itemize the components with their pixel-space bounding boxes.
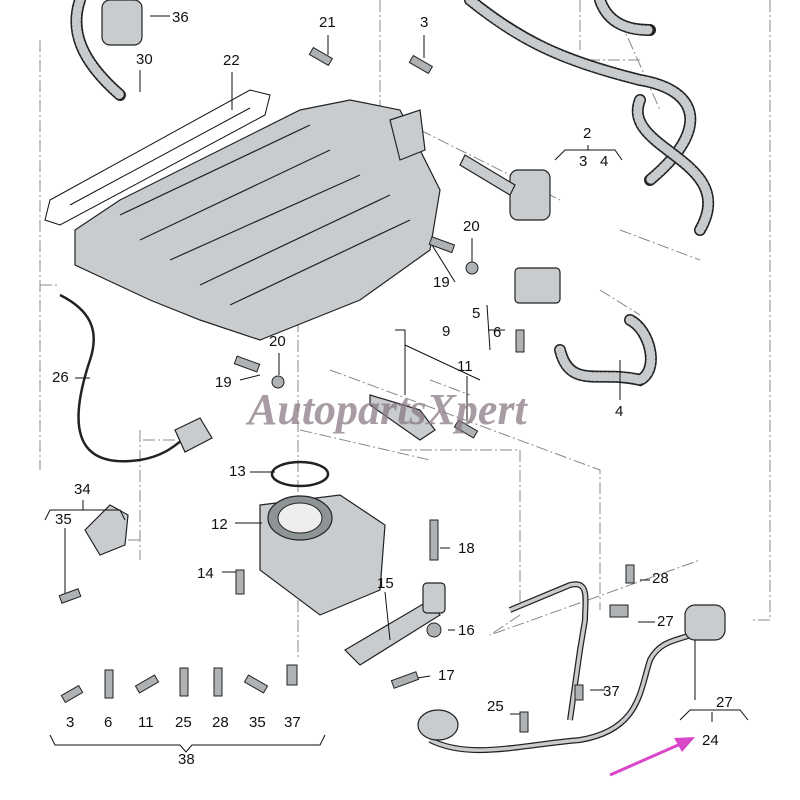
o-ring bbox=[270, 460, 330, 488]
callout-18: 18 bbox=[458, 540, 475, 557]
vacuum-hoses bbox=[70, 0, 715, 387]
callout-28: 28 bbox=[652, 570, 669, 587]
callout-14: 14 bbox=[197, 565, 214, 582]
callout-labels: 36 21 3 30 22 2 3 4 20 19 5 6 9 11 4 26 … bbox=[52, 9, 733, 749]
callout-2: 2 bbox=[583, 125, 591, 142]
callout-6: 6 bbox=[493, 324, 501, 341]
vacuum-line bbox=[59, 293, 196, 463]
highlight-arrow bbox=[609, 737, 695, 777]
fasteners bbox=[58, 46, 635, 733]
kit-labels: 3 6 11 25 28 35 37 38 bbox=[66, 714, 301, 768]
plug-26 bbox=[174, 417, 213, 453]
part-36 bbox=[101, 0, 143, 46]
callout-leaders bbox=[44, 15, 749, 753]
callout-3: 3 bbox=[579, 153, 587, 170]
callout-20: 20 bbox=[269, 333, 286, 350]
kit-item: 6 bbox=[104, 714, 112, 731]
callout-13: 13 bbox=[229, 463, 246, 480]
sensor-9 bbox=[369, 394, 436, 441]
callout-19: 19 bbox=[433, 274, 450, 291]
callout-24: 24 bbox=[702, 732, 719, 749]
callout-16: 16 bbox=[458, 622, 475, 639]
callout-4: 4 bbox=[615, 403, 623, 420]
canister-valve bbox=[684, 604, 726, 641]
callout-15: 15 bbox=[377, 575, 394, 592]
callout-27: 27 bbox=[716, 694, 733, 711]
callout-26: 26 bbox=[52, 369, 69, 386]
callout-12: 12 bbox=[211, 516, 228, 533]
callout-5: 5 bbox=[472, 305, 480, 322]
kit-item: 11 bbox=[138, 714, 154, 731]
sensor-34 bbox=[84, 504, 129, 556]
kit-label: 38 bbox=[178, 751, 195, 768]
breather-pipe bbox=[428, 632, 692, 754]
callout-30: 30 bbox=[136, 51, 153, 68]
callout-9: 9 bbox=[442, 323, 450, 340]
callout-19: 19 bbox=[215, 374, 232, 391]
kit-item: 37 bbox=[284, 714, 301, 731]
connector bbox=[417, 709, 459, 741]
throttle-body bbox=[259, 494, 386, 616]
kit-item: 25 bbox=[175, 714, 192, 731]
callout-20: 20 bbox=[463, 218, 480, 235]
callout-37: 37 bbox=[603, 683, 620, 700]
callout-34: 34 bbox=[74, 481, 91, 498]
callout-11: 11 bbox=[457, 358, 473, 375]
manifold-gasket bbox=[44, 89, 271, 226]
callout-27: 27 bbox=[657, 613, 674, 630]
kit-item: 35 bbox=[249, 714, 266, 731]
intake-manifold bbox=[74, 99, 441, 341]
callout-35: 35 bbox=[55, 511, 72, 528]
callout-22: 22 bbox=[223, 52, 240, 69]
kit-item: 3 bbox=[66, 714, 74, 731]
mount bbox=[422, 582, 446, 614]
solenoid-valve bbox=[459, 154, 561, 304]
callout-36: 36 bbox=[172, 9, 189, 26]
callout-4: 4 bbox=[600, 153, 608, 170]
callout-21: 21 bbox=[319, 14, 336, 31]
watermark: AutopartsXpert bbox=[245, 385, 529, 434]
callout-25: 25 bbox=[487, 698, 504, 715]
kit-item: 28 bbox=[212, 714, 229, 731]
callout-3: 3 bbox=[420, 14, 428, 31]
callout-17: 17 bbox=[438, 667, 455, 684]
bracket bbox=[344, 599, 441, 666]
